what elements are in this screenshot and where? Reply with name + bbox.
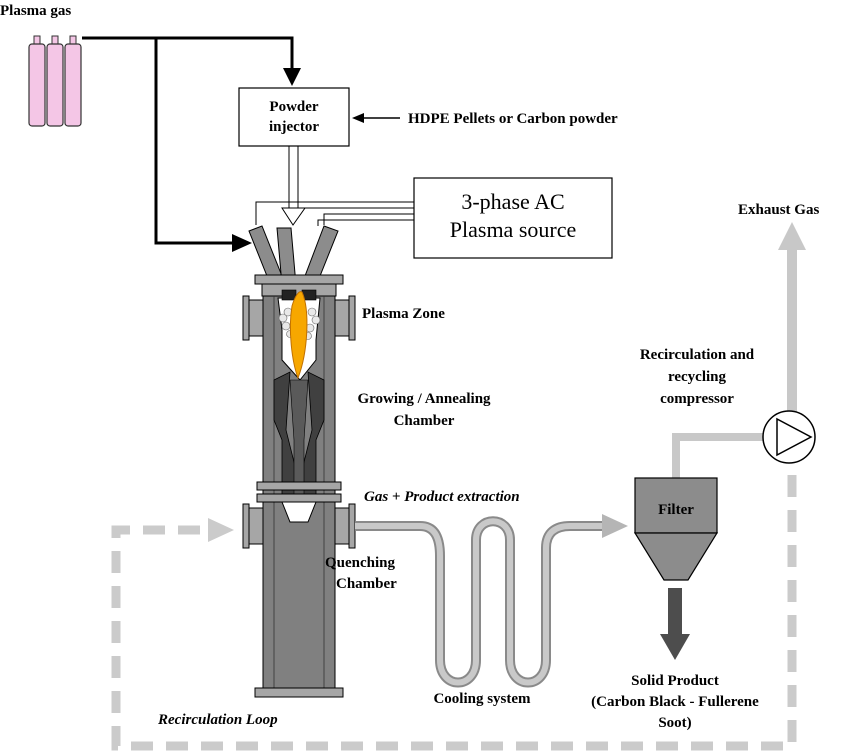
solid-product-label: Solid Product	[631, 673, 719, 689]
feedstock-label: HDPE Pellets or Carbon powder	[408, 111, 618, 127]
feedstock-arrow	[352, 113, 400, 123]
solid-product-arrow	[660, 588, 690, 660]
plasma-flame	[289, 291, 308, 380]
plasma-gas-label: Plasma gas	[0, 3, 71, 19]
solid-product-label: Soot)	[658, 715, 691, 731]
power-source-label: Plasma source	[450, 217, 576, 242]
compressor-label: compressor	[660, 391, 734, 407]
compressor-line	[672, 433, 764, 478]
quenching-chamber-label: Chamber	[336, 576, 397, 592]
compressor-icon	[762, 410, 816, 464]
exhaust-gas-label: Exhaust Gas	[738, 202, 819, 218]
recirculation-loop-label: Recirculation Loop	[157, 712, 278, 728]
gas-product-extraction-label: Gas + Product extraction	[364, 489, 520, 505]
filter-label: Filter	[658, 502, 694, 518]
plasma-gas-lines	[82, 36, 301, 252]
powder-injector-label: injector	[269, 119, 319, 135]
compressor-label: recycling	[668, 369, 727, 385]
powder-injector: Powder injector	[238, 87, 350, 147]
gas-cylinder-icon	[64, 35, 82, 127]
gas-cylinder-icon	[28, 35, 46, 127]
reactor-column	[242, 295, 356, 698]
recirculation-loop	[111, 275, 797, 751]
solid-product-label: (Carbon Black - Fullerene	[591, 694, 759, 710]
power-source-label: 3-phase AC	[461, 189, 564, 214]
gas-cylinder-icon	[46, 35, 64, 127]
filter: Filter	[633, 477, 719, 581]
cooling-coil	[355, 514, 628, 688]
powder-injector-label: Powder	[269, 99, 318, 115]
injector-feed-tube	[281, 146, 306, 226]
growing-chamber-label: Growing / Annealing	[357, 391, 491, 407]
plasma-power-source: 3-phase AC Plasma source	[413, 177, 613, 259]
power-cables	[255, 201, 414, 226]
plasma-zone-label: Plasma Zone	[362, 306, 445, 322]
electrodes	[248, 225, 339, 286]
cooling-system-label: Cooling system	[433, 691, 531, 707]
exhaust-arrow	[778, 222, 806, 440]
gas-cylinder-bank	[28, 35, 82, 127]
growing-chamber-label: Chamber	[394, 413, 455, 429]
compressor-label: Recirculation and	[640, 347, 755, 363]
quenching-chamber-label: Quenching	[325, 555, 396, 571]
